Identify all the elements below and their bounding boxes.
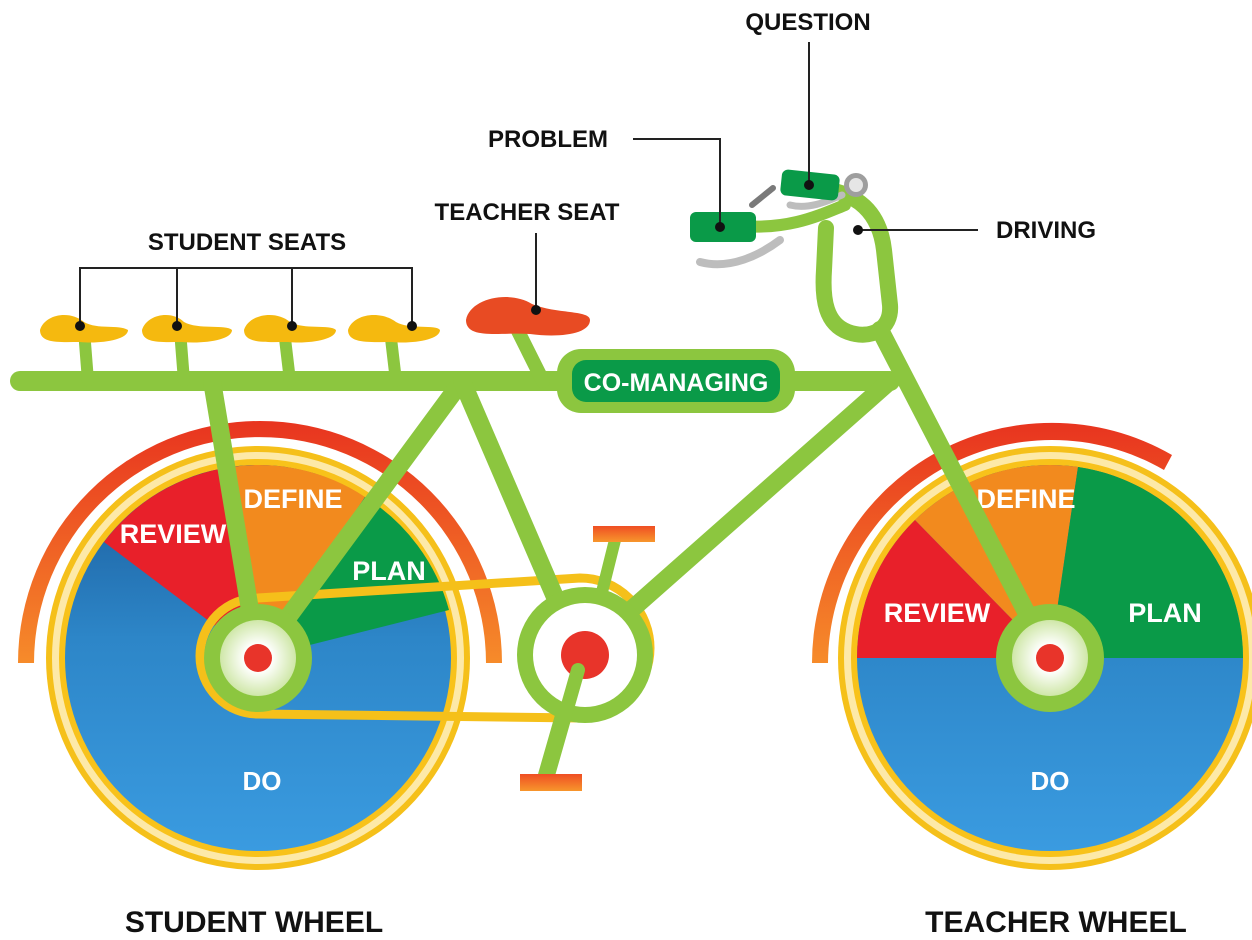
student-seat-4 (348, 315, 440, 343)
student-plan-label: PLAN (352, 556, 426, 586)
teacher-define-label: DEFINE (976, 484, 1075, 514)
student-plan-segment (258, 497, 449, 658)
student-seat-2 (142, 315, 232, 343)
problem-label: PROBLEM (488, 126, 608, 153)
teacher-seat-callout: TEACHER SEAT (435, 199, 620, 315)
bell-icon (844, 173, 868, 197)
teacher-do-label: DO (1031, 766, 1070, 796)
co-managing-label: CO-MANAGING (584, 369, 769, 397)
student-seats-callout: STUDENT SEATS (75, 229, 417, 331)
teacher-seat (466, 297, 590, 336)
teacher-plan-segment (1050, 467, 1243, 658)
question-label: QUESTION (745, 9, 870, 36)
student-seats (40, 315, 440, 343)
crank (517, 587, 653, 782)
teacher-review-segment (856, 520, 1050, 658)
teacher-wheel-caption: TEACHER WHEEL (925, 906, 1187, 939)
problem-callout: PROBLEM (488, 126, 725, 232)
lower-pedal (520, 774, 582, 791)
teacher-seat-label: TEACHER SEAT (435, 199, 620, 226)
student-review-label: REVIEW (120, 519, 227, 549)
student-seats-label: STUDENT SEATS (148, 229, 346, 256)
teacher-review-label: REVIEW (884, 598, 991, 628)
student-wheel-caption: STUDENT WHEEL (125, 906, 383, 939)
question-callout: QUESTION (745, 9, 871, 190)
teacher-wheel-hub (996, 604, 1104, 712)
student-do-label: DO (243, 766, 282, 796)
teacher-wheel-fender (811, 422, 1172, 663)
student-define-label: DEFINE (243, 484, 342, 514)
driving-label: DRIVING (996, 217, 1096, 244)
upper-pedal (593, 526, 655, 542)
co-managing-badge: CO-MANAGING (557, 349, 795, 413)
student-wheel-hub (204, 604, 312, 712)
handlebar-stem (696, 180, 899, 343)
teacher-plan-label: PLAN (1128, 598, 1202, 628)
driving-callout: DRIVING (853, 217, 1096, 244)
